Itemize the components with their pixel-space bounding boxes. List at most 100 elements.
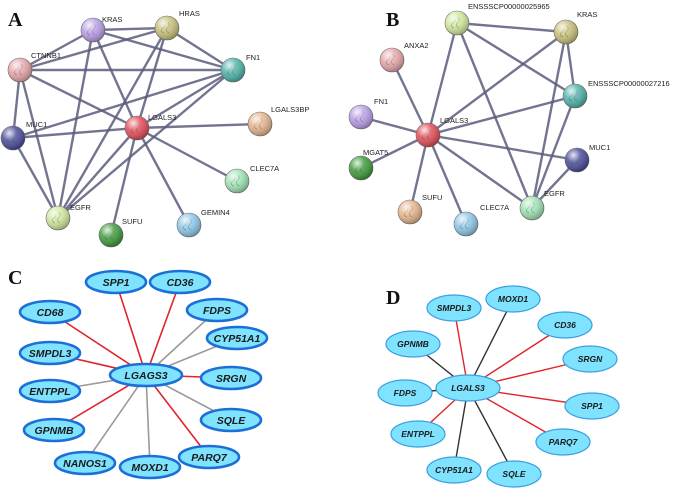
node-label: PARQ7	[549, 437, 579, 447]
node-moxd1[interactable]: MOXD1	[485, 285, 541, 313]
node-label: LGALS3BP	[271, 105, 309, 114]
node-label: GEMIN4	[201, 208, 230, 217]
node-hras[interactable]: HRAS	[154, 9, 200, 41]
node-label: CLEC7A	[250, 164, 279, 173]
node-fdps[interactable]: FDPS	[377, 379, 433, 407]
node-smpdl3[interactable]: SMPDL3	[18, 340, 82, 366]
node-label: CLEC7A	[480, 203, 509, 212]
node-entppl[interactable]: ENTPPL	[18, 378, 82, 404]
node-nanos1[interactable]: NANOS1	[53, 450, 117, 476]
node-kras[interactable]: KRAS	[80, 15, 122, 43]
node-moxd1[interactable]: MOXD1	[118, 454, 182, 480]
node-srgn[interactable]: SRGN	[562, 345, 618, 373]
edge-lgags3-nanos1	[84, 374, 147, 464]
node-ball-shine	[398, 200, 422, 224]
node-label: FN1	[374, 97, 388, 106]
edge-lgals3-sufu	[109, 127, 139, 236]
edge-kras-egfr	[530, 31, 568, 209]
node-cyp51a1[interactable]: CYP51A1	[426, 456, 482, 484]
node-lgals3[interactable]: LGALS3	[415, 116, 468, 148]
node-clec7a[interactable]: CLEC7A	[224, 164, 279, 194]
node-ellipse	[148, 269, 212, 295]
node-enssscp00000027216[interactable]: ENSSSCP00000027216	[562, 79, 670, 109]
node-fn1[interactable]: FN1	[348, 97, 388, 130]
node-ellipse	[205, 325, 269, 351]
node-ellipse	[22, 417, 86, 443]
node-anxa2[interactable]: ANXA2	[379, 41, 429, 73]
edge-kras-egfr	[56, 29, 95, 219]
node-ellipse	[426, 456, 482, 484]
node-ball-shine	[349, 156, 373, 180]
node-label: SQLE	[502, 469, 525, 479]
edge-lgals3-egfr	[57, 127, 138, 219]
panel-c-letter: C	[8, 267, 22, 289]
node-ellipse	[18, 340, 82, 366]
node-fn1[interactable]: FN1	[220, 53, 260, 83]
node-ball-shine	[221, 58, 245, 82]
node-label: LGALS3	[451, 383, 485, 393]
node-label: EGFR	[544, 189, 565, 198]
node-lgals3[interactable]: LGALS3	[124, 113, 176, 141]
node-sufu[interactable]: SUFU	[98, 217, 142, 248]
hub-node-lgals3[interactable]: LGALS3	[435, 374, 501, 402]
node-label: CD68	[37, 307, 64, 319]
node-spp1[interactable]: SPP1	[564, 392, 620, 420]
edge-kras-hras	[92, 26, 168, 32]
node-ellipse	[18, 378, 82, 404]
node-sqle[interactable]: SQLE	[486, 460, 542, 488]
node-entppl[interactable]: ENTPPL	[390, 420, 446, 448]
node-fdps[interactable]: FDPS	[185, 297, 249, 323]
node-ball-shine	[563, 84, 587, 108]
node-cd68[interactable]: CD68	[18, 299, 82, 325]
node-cd36[interactable]: CD36	[148, 269, 212, 295]
node-egfr[interactable]: EGFR	[45, 203, 91, 231]
edge-lgals3-sufu	[408, 134, 430, 213]
panel-d: D SMPDL3MOXD1CD36GPNMBSRGNFDPSSPP1ENTPPL…	[377, 285, 620, 488]
node-ball-shine	[554, 20, 578, 44]
edge-lgals3-lgals3bp	[136, 122, 261, 130]
edge-fn1-muc1	[12, 68, 234, 140]
node-muc1[interactable]: MUC1	[564, 143, 610, 173]
node-cyp51a1[interactable]: CYP51A1	[205, 325, 269, 351]
node-ellipse	[535, 428, 591, 456]
node-srgn[interactable]: SRGN	[199, 365, 263, 391]
node-label: SRGN	[216, 373, 247, 385]
node-ball-shine	[416, 123, 440, 147]
panel-b-letter: B	[386, 9, 399, 31]
node-label: KRAS	[102, 15, 122, 24]
node-label: SPP1	[581, 401, 603, 411]
node-spp1[interactable]: SPP1	[84, 269, 148, 295]
node-label: HRAS	[179, 9, 200, 18]
node-smpdl3[interactable]: SMPDL3	[426, 294, 482, 322]
node-clec7a[interactable]: CLEC7A	[453, 203, 509, 237]
node-egfr[interactable]: EGFR	[519, 189, 565, 221]
node-parq7[interactable]: PARQ7	[535, 428, 591, 456]
node-gpnmb[interactable]: GPNMB	[22, 417, 86, 443]
node-ctnnb1[interactable]: CTNNB1	[7, 51, 61, 83]
node-gpnmb[interactable]: GPNMB	[385, 330, 441, 358]
node-sufu[interactable]: SUFU	[397, 193, 442, 225]
node-label: LGAGS3	[124, 370, 167, 382]
node-sqle[interactable]: SQLE	[199, 407, 263, 433]
node-muc1[interactable]: MUC1	[0, 120, 47, 151]
node-cd36[interactable]: CD36	[537, 311, 593, 339]
node-ellipse	[385, 330, 441, 358]
node-label: NANOS1	[63, 458, 107, 470]
node-label: SRGN	[578, 354, 603, 364]
edge-lgags3-parq7	[145, 374, 210, 458]
node-label: SQLE	[217, 415, 247, 427]
node-gemin4[interactable]: GEMIN4	[176, 208, 230, 238]
hub-node-lgags3[interactable]: LGAGS3	[108, 362, 184, 388]
node-ellipse	[537, 311, 593, 339]
node-label: FDPS	[203, 305, 231, 317]
node-enssscp00000025965[interactable]: ENSSSCP00000025965	[444, 2, 550, 36]
node-mgat5[interactable]: MGAT5	[348, 148, 388, 181]
edge-enssscp00000025965-kras	[456, 21, 567, 34]
node-parq7[interactable]: PARQ7	[177, 444, 241, 470]
edge-lgals3-moxd1	[467, 298, 514, 389]
node-lgals3bp[interactable]: LGALS3BP	[247, 105, 309, 137]
node-kras[interactable]: KRAS	[553, 10, 597, 45]
